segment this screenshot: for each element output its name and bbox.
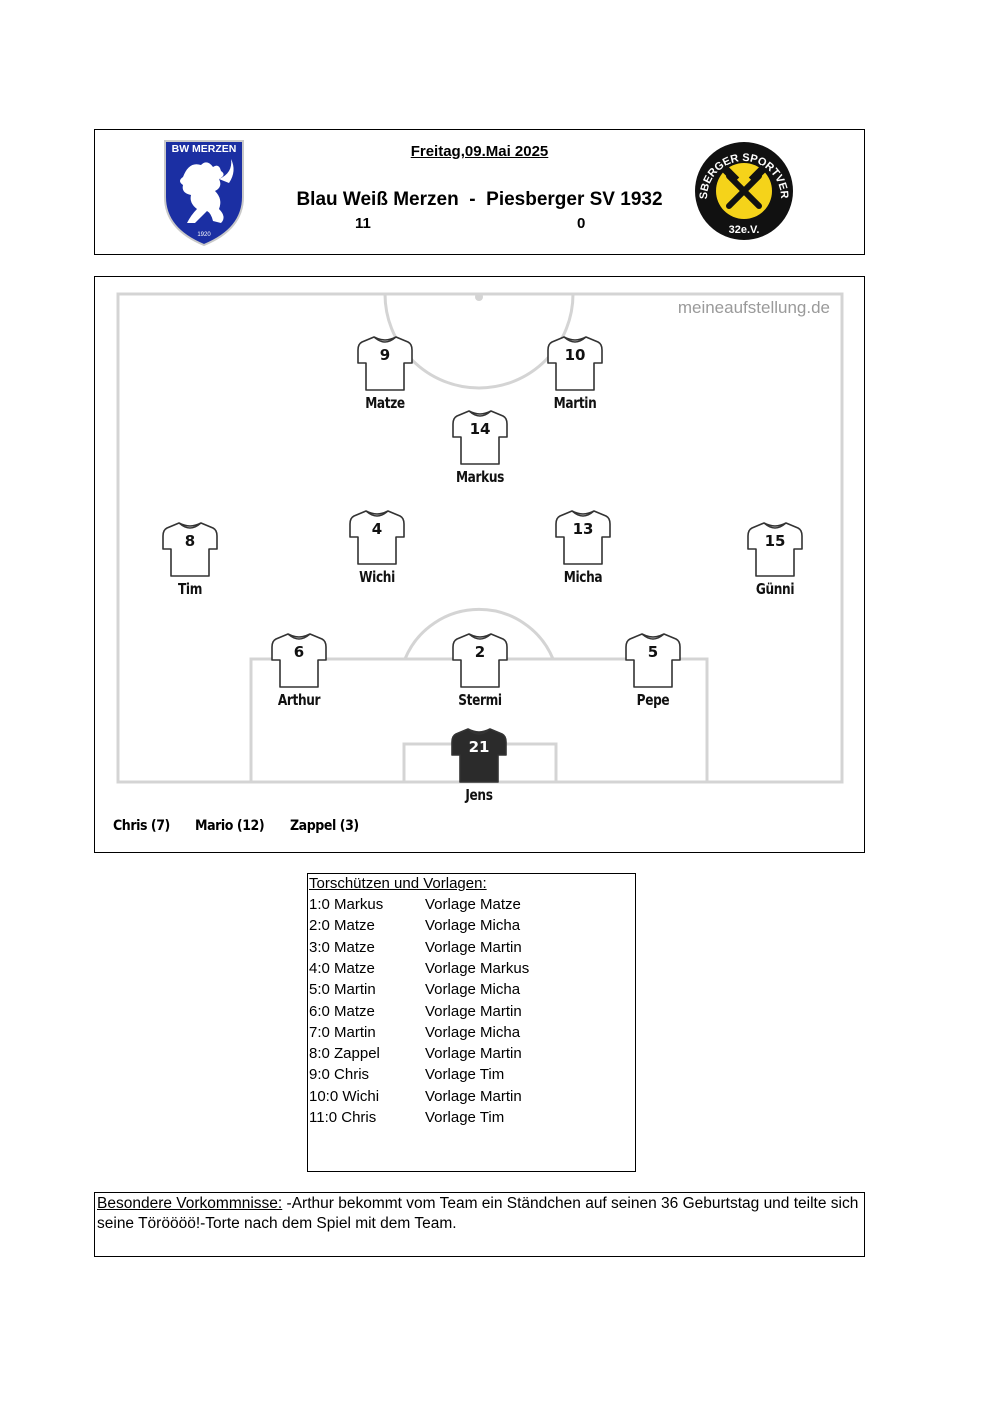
goal-assist: Vorlage Matze [425,896,521,913]
goal-score: 3:0 Matze [309,938,375,956]
jersey-number: 10 [565,346,586,364]
home-score: 11 [355,215,371,232]
goal-assist: Vorlage Martin [425,1087,522,1105]
goals-title: Torschützen und Vorlagen: [309,875,487,892]
jersey-icon: 10 [547,336,603,391]
jersey-number: 13 [573,520,594,538]
goal-assist: Vorlage Micha [425,981,521,999]
goal-score: 10:0 Wichi [309,1087,380,1105]
player-name: Günni [755,580,795,598]
away-score: 0 [577,215,586,232]
notes-label: Besondere Vorkommnisse: [97,1195,283,1212]
jersey-number: 2 [475,643,485,661]
watermark: meineaufstellung.de [677,298,830,317]
away-team-name: Piesberger SV 1932 [486,189,663,210]
player-name: Markus [455,468,505,486]
match-date: Freitag,09.Mai 2025 [410,143,549,160]
jersey-number: 9 [380,346,390,364]
jersey-number: 8 [185,532,195,550]
goal-score: 5:0 Martin [309,981,376,999]
jersey-number: 6 [294,643,304,661]
player-name: Stermi [458,691,502,709]
jersey-icon: 2 [452,633,508,688]
player-name: Jens [465,786,493,804]
jersey-number: 14 [470,420,491,438]
player-name: Matze [365,394,405,412]
player-name: Micha [563,568,603,586]
goal-score: 8:0 Zappel [309,1045,380,1063]
player-name: Wichi [359,568,395,586]
goal-assist: Vorlage Martin [425,1045,522,1063]
notes-box: Besondere Vorkommnisse: -Arthur bekommt … [94,1192,865,1257]
jersey-icon: 6 [271,633,327,688]
jersey-icon: 21 [451,728,507,783]
jersey-icon: 13 [555,510,611,565]
substitute: Chris (7) [113,818,170,834]
goal-assist: Vorlage Martin [425,938,522,956]
goal-score: 4:0 Matze [309,959,375,977]
substitutes-list: Chris (7) Mario (12) Zappel (3) [113,818,380,834]
jersey-icon: 9 [357,336,413,391]
piesberger-sv-logo: PIESBERGER SPORTVEREIN 32e.V. [689,131,795,242]
goal-score: 6:0 Matze [309,1002,375,1020]
goal-assist: Vorlage Micha [425,917,521,935]
jersey-icon: 5 [625,633,681,688]
goal-assist: Vorlage Martin [425,1002,522,1020]
jersey-number: 4 [372,520,382,538]
home-team-name: Blau Weiß Merzen [296,189,459,210]
player-name: Pepe [636,691,670,709]
substitute: Zappel (3) [289,818,359,834]
player-name: Martin [553,394,597,412]
teams-separator: - [469,189,476,210]
goal-score: 11:0 Chris [309,1109,377,1126]
goal-assist: Vorlage Micha [425,1023,521,1041]
match-header: BW MERZEN 1920 Freitag,09.Mai 2025 Blau … [94,129,865,255]
goal-score: 2:0 Matze [309,917,375,935]
goal-assist: Vorlage Markus [425,959,530,977]
goal-assist: Vorlage Tim [425,1109,505,1126]
player-name: Arthur [277,691,321,709]
jersey-icon: 4 [349,510,405,565]
player-name: Tim [177,580,203,598]
svg-text:32e.V.: 32e.V. [729,224,760,236]
notes-text: -Arthur bekommt vom Team ein Ständchen a… [97,1195,859,1232]
goal-score: 9:0 Chris [309,1066,370,1084]
logo-lettering: BW MERZEN [172,143,237,155]
jersey-number: 21 [469,738,490,756]
svg-text:1920: 1920 [197,232,211,238]
goal-score: 1:0 Markus [309,896,384,913]
goal-assist: Vorlage Tim [425,1066,505,1084]
jersey-icon: 15 [747,522,803,577]
jersey-number: 15 [765,532,786,550]
substitute: Mario (12) [194,818,265,834]
jersey-icon: 14 [452,410,508,465]
jersey-number: 5 [648,643,658,661]
jersey-icon: 8 [162,522,218,577]
match-teams: Blau Weiß Merzen - Piesberger SV 1932 [95,189,864,211]
goal-score: 7:0 Martin [309,1023,376,1041]
bw-merzen-logo: BW MERZEN 1920 [161,137,247,247]
